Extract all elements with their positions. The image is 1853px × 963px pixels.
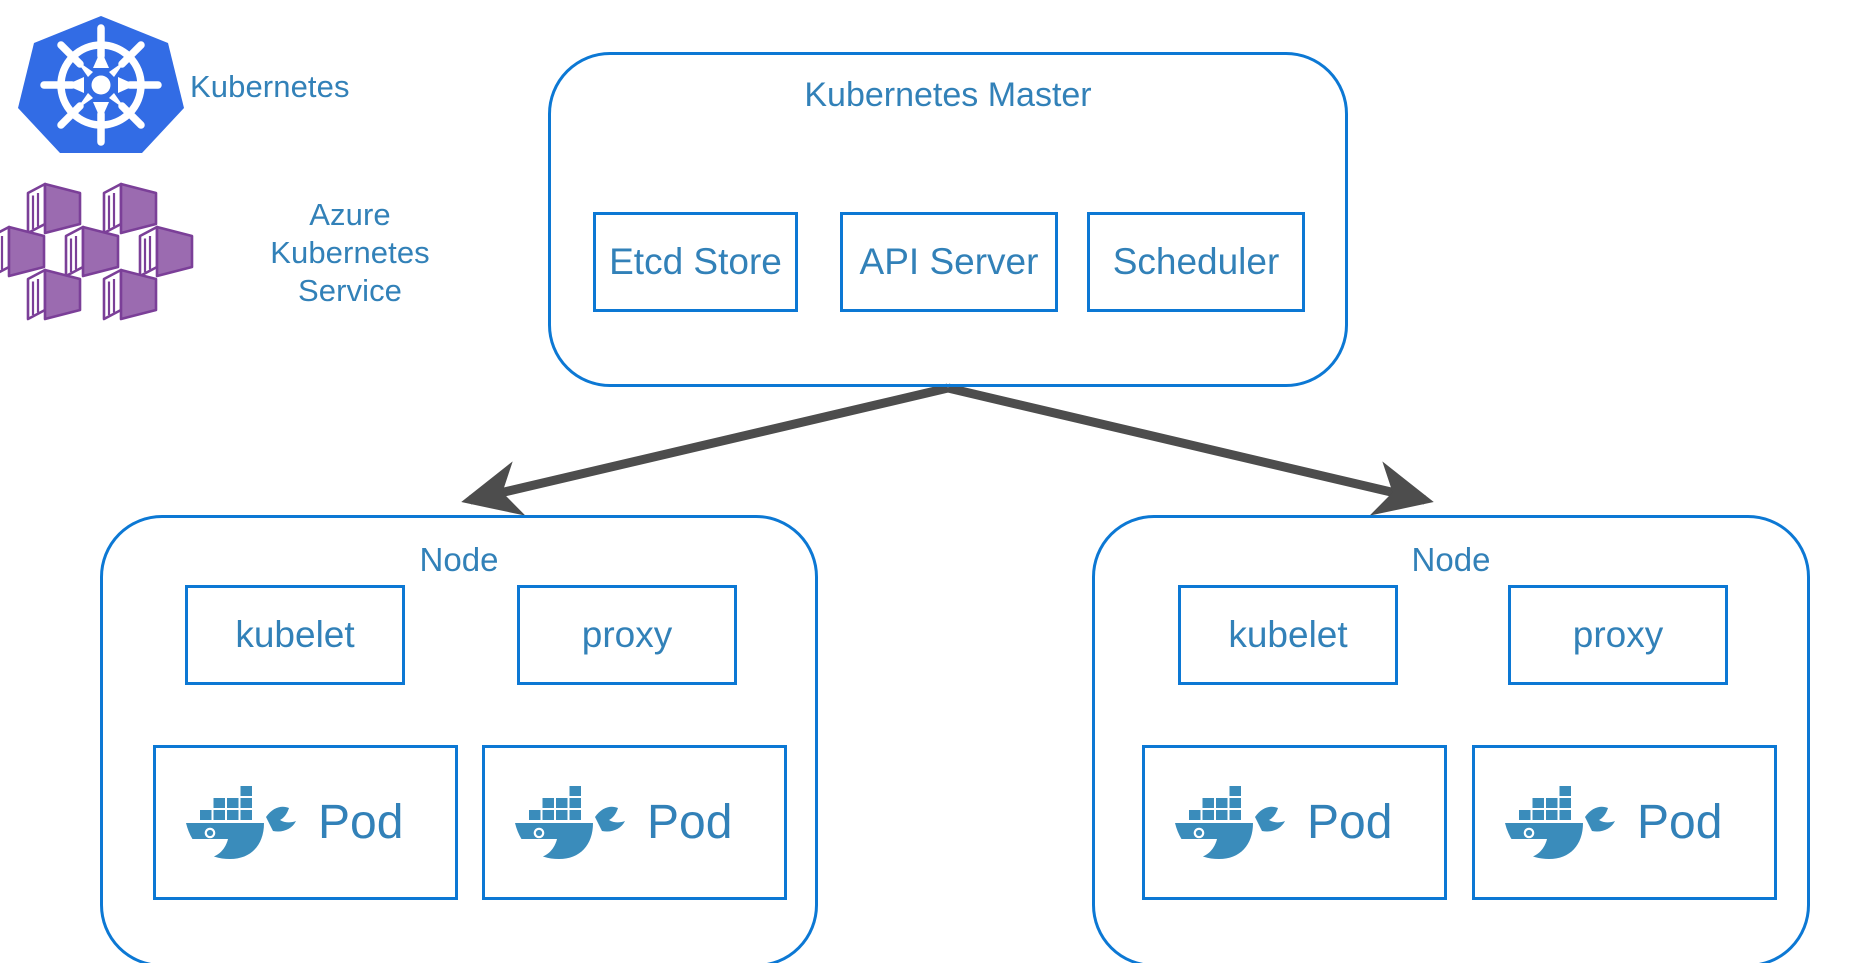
kubernetes-master-title: Kubernetes Master [804, 76, 1092, 114]
master-component-api-server[interactable]: API Server [840, 212, 1058, 312]
node-agent-label: proxy [581, 614, 673, 655]
docker-whale-icon [515, 785, 625, 859]
kubernetes-logo-icon [16, 12, 186, 157]
legend-label-kubernetes: Kubernetes [190, 69, 350, 104]
node-agent-kubelet[interactable]: kubelet [185, 585, 405, 685]
node-title: Node [1411, 541, 1491, 578]
node-agent-label: proxy [1572, 614, 1664, 655]
pod-label: Pod [318, 795, 404, 849]
pod-label: Pod [647, 795, 733, 849]
node-container-right: Node [1092, 515, 1810, 963]
pod-box[interactable]: Pod [1472, 745, 1777, 900]
node-agent-label: kubelet [1228, 614, 1348, 655]
azure-kubernetes-service-icon [0, 178, 212, 323]
master-component-scheduler[interactable]: Scheduler [1087, 212, 1305, 312]
pod-label: Pod [1637, 795, 1723, 849]
docker-whale-icon [1175, 785, 1285, 859]
node-agent-kubelet[interactable]: kubelet [1178, 585, 1398, 685]
master-component-etcd-store[interactable]: Etcd Store [593, 212, 798, 312]
pod-box[interactable]: Pod [482, 745, 787, 900]
connector-master-to-node-right [946, 383, 1434, 516]
kubernetes-master-container: Kubernetes Master [548, 52, 1348, 387]
legend-label-azure-kubernetes-service: Azure Kubernetes Service [270, 197, 430, 308]
pod-label: Pod [1307, 795, 1393, 849]
node-agent-proxy[interactable]: proxy [517, 585, 737, 685]
node-agent-label: kubelet [235, 614, 355, 655]
docker-whale-icon [1505, 785, 1615, 859]
master-component-label: API Server [859, 241, 1039, 282]
pod-box[interactable]: Pod [153, 745, 458, 900]
master-component-label: Etcd Store [609, 241, 782, 282]
pod-box[interactable]: Pod [1142, 745, 1447, 900]
docker-whale-icon [186, 785, 296, 859]
node-container-left: Node [100, 515, 818, 963]
node-agent-proxy[interactable]: proxy [1508, 585, 1728, 685]
master-component-label: Scheduler [1112, 241, 1280, 282]
node-title: Node [419, 541, 499, 578]
connector-master-to-node-left [461, 383, 950, 516]
